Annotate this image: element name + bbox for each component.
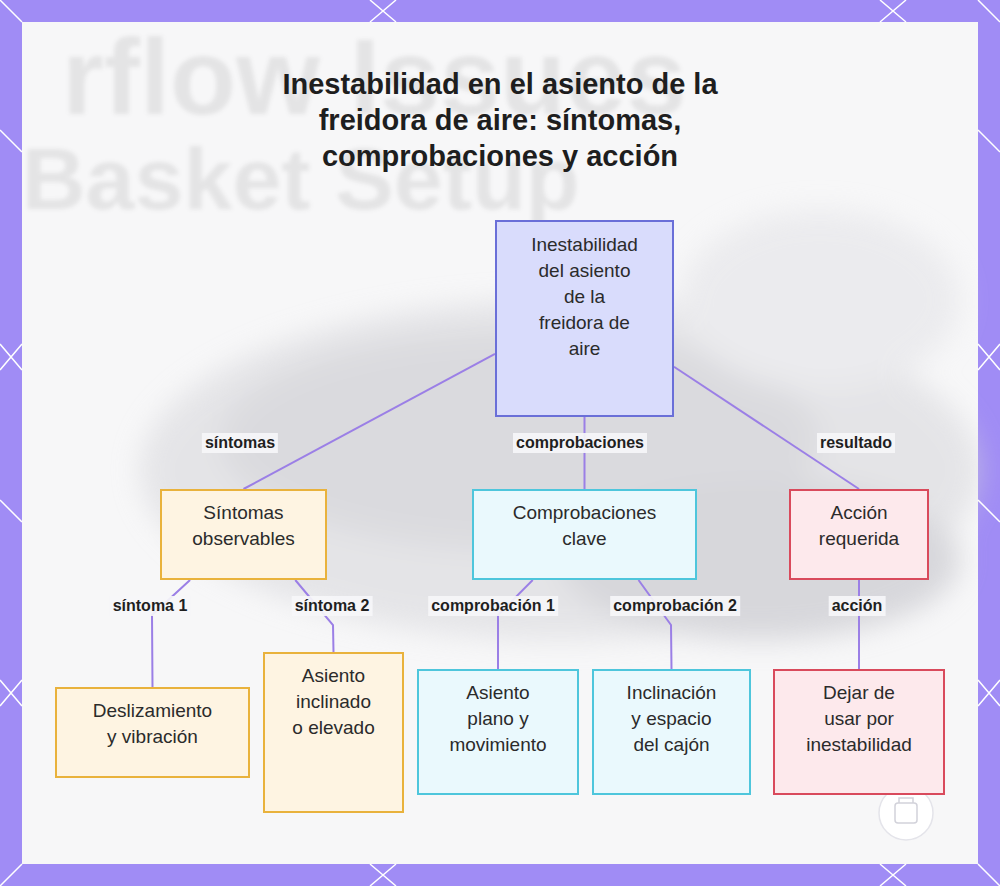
connector	[295, 580, 333, 652]
photo-shape	[680, 210, 960, 390]
ornament	[0, 344, 22, 370]
connector	[584, 417, 586, 489]
node-text: Asiento plano y movimiento	[446, 680, 551, 758]
edge-label: comprobación 1	[428, 596, 558, 616]
diagram-title: Inestabilidad en el asiento de la freido…	[230, 66, 770, 174]
root-box: Inestabilidad del asiento de la freidora…	[495, 220, 674, 417]
edge-label: síntoma 2	[292, 596, 373, 616]
leaf-box: Asiento plano y movimiento	[417, 669, 579, 795]
leaf-box: Inclinación y espacio del cajón	[592, 669, 751, 795]
connector	[244, 354, 496, 489]
leaf-box: Asiento inclinado o elevado	[263, 652, 404, 813]
node-text: Inclinación y espacio del cajón	[622, 680, 722, 758]
edge-label: síntomas	[202, 433, 278, 453]
blurred-photo	[140, 210, 980, 640]
category-box: Síntomas observables	[160, 489, 327, 580]
leaf-box: Deslizamiento y vibración	[55, 687, 250, 778]
category-box: Comprobaciones clave	[472, 489, 697, 580]
badge-icon	[895, 803, 917, 823]
category-box: Acción requerida	[789, 489, 929, 580]
ornament	[978, 680, 1000, 706]
node-text: Dejar de usar por inestabilidad	[804, 680, 914, 758]
connector	[639, 580, 672, 669]
connector	[498, 580, 533, 669]
node-text: Síntomas observables	[174, 500, 314, 552]
connector	[858, 580, 860, 669]
node-text: Inestabilidad del asiento de la freidora…	[530, 232, 640, 362]
node-text: Acción requerida	[804, 500, 914, 552]
connector	[674, 367, 859, 489]
ornament	[0, 680, 22, 706]
ornament	[978, 344, 1000, 370]
edge-label: síntoma 1	[110, 596, 191, 616]
leaf-box: Dejar de usar por inestabilidad	[773, 669, 945, 795]
badge-icon	[899, 798, 913, 803]
node-text: Deslizamiento y vibración	[88, 698, 218, 750]
edge-label: resultado	[817, 433, 895, 453]
edge-label: acción	[829, 596, 886, 616]
ornament	[370, 864, 396, 886]
edge-label: comprobación 2	[610, 596, 740, 616]
ornament	[880, 0, 906, 22]
edge-label: comprobaciones	[513, 433, 647, 453]
ornament	[880, 864, 906, 886]
node-text: Asiento inclinado o elevado	[290, 663, 377, 741]
node-text: Comprobaciones clave	[505, 500, 665, 552]
